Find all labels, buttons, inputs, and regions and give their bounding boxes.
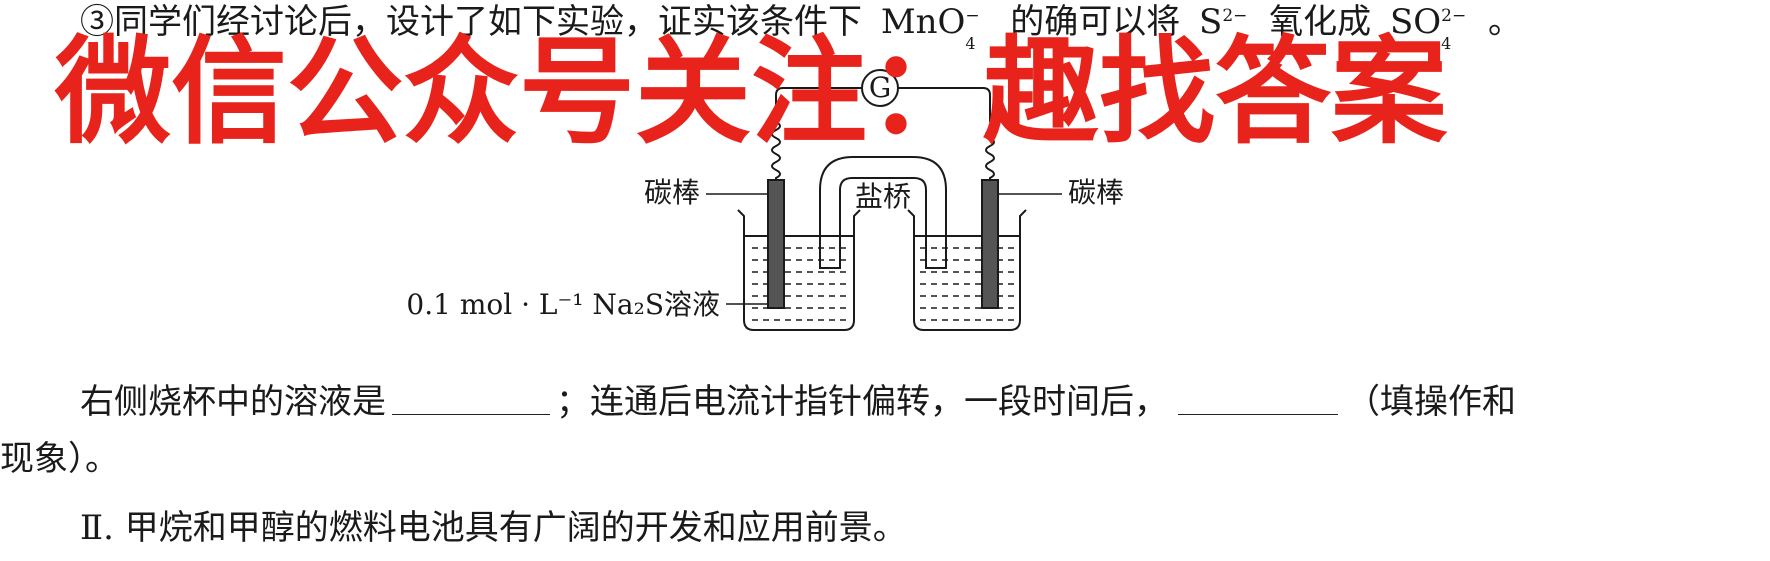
- line4-c: （填操作和: [1346, 382, 1516, 422]
- spring-right: [985, 121, 995, 184]
- line4-a: 右侧烧杯中的溶液是: [80, 382, 386, 422]
- line1-mid: 的确可以将: [1010, 2, 1181, 42]
- solution-hatching: [752, 247, 1014, 321]
- line1-mid2: 氧化成: [1269, 2, 1372, 42]
- galvanometer: [861, 69, 899, 107]
- wire-left: [775, 87, 862, 122]
- salt-bridge-label: 盐桥: [855, 180, 911, 213]
- line1-prefix: ③同学们经讨论后，设计了如下实验，证实该条件下: [80, 2, 862, 42]
- answer-blank-2[interactable]: [1178, 384, 1338, 415]
- salt-bridge: [819, 156, 947, 269]
- line1-end: 。: [1487, 2, 1522, 42]
- line4-b: ；连通后电流计指针偏转，一段时间后，: [556, 382, 1168, 422]
- spring-left: [771, 121, 781, 184]
- wire-right: [898, 87, 991, 122]
- left-beaker: [737, 209, 861, 331]
- right-carbon-rod: [981, 179, 999, 309]
- right-electrode-label: 碳棒: [1068, 176, 1124, 209]
- solution-label: 0.1 mol · L⁻¹ Na₂S溶液: [406, 288, 720, 321]
- left-carbon-rod: [767, 179, 785, 309]
- watermark-text: 微信公众号关注：趣找答案: [55, 25, 1447, 160]
- left-electrode-label: 碳棒: [644, 176, 700, 209]
- answer-blank-1[interactable]: [392, 384, 550, 415]
- right-beaker: [907, 209, 1027, 331]
- galvanometer-label: G: [869, 71, 891, 104]
- question-line-4: 右侧烧杯中的溶液是 ；连通后电流计指针偏转，一段时间后， （填操作和: [80, 380, 1516, 424]
- question-line-6: Ⅱ. 甲烷和甲醇的燃料电池具有广阔的开发和应用前景。: [80, 508, 907, 548]
- question-line-5: 现象）。: [0, 439, 119, 479]
